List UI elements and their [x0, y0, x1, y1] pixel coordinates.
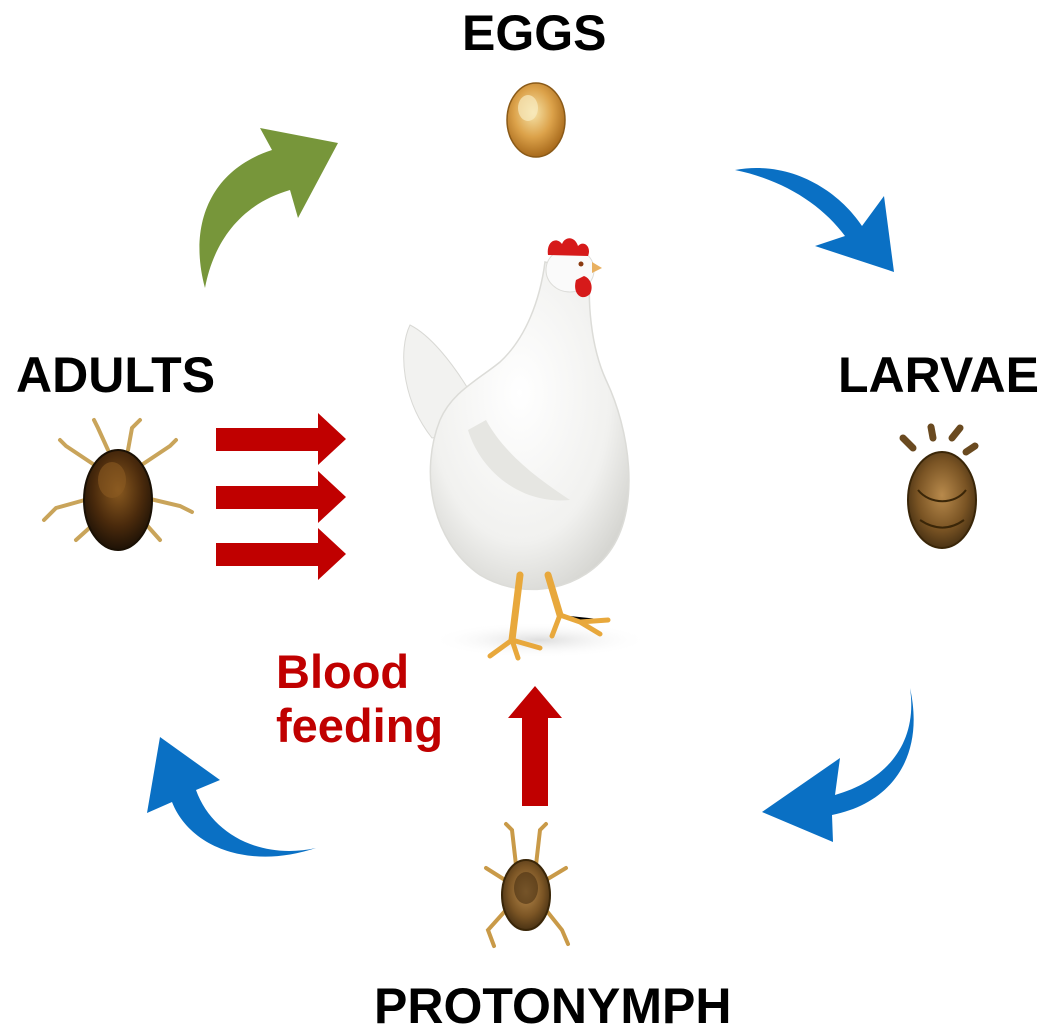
stage-label-adults: ADULTS	[16, 350, 215, 400]
feeding-arrow-protonymph	[508, 686, 562, 806]
feeding-arrow-1	[216, 413, 346, 465]
arrow-adults-to-eggs	[199, 128, 338, 288]
blood-feeding-line1: Blood	[276, 645, 443, 699]
blood-feeding-label: Blood feeding	[276, 645, 443, 753]
feeding-arrow-2	[216, 471, 346, 523]
mite-adult-icon	[44, 420, 192, 550]
feeding-arrows-adults	[216, 413, 346, 580]
chicken-hen-icon	[404, 238, 650, 658]
arrow-eggs-to-larvae	[735, 168, 894, 272]
blood-feeding-line2: feeding	[276, 699, 443, 753]
arrow-larvae-to-protonymph	[762, 688, 914, 842]
feeding-arrow-3	[216, 528, 346, 580]
mite-protonymph-icon	[486, 824, 568, 946]
mite-egg-icon	[507, 83, 565, 157]
stage-label-larvae: LARVAE	[838, 350, 1039, 400]
mite-larva-icon	[903, 427, 976, 548]
arrow-protonymph-to-adults	[147, 737, 316, 857]
stage-label-eggs: EGGS	[462, 8, 606, 58]
stage-label-protonymph: PROTONYMPH	[374, 981, 731, 1031]
